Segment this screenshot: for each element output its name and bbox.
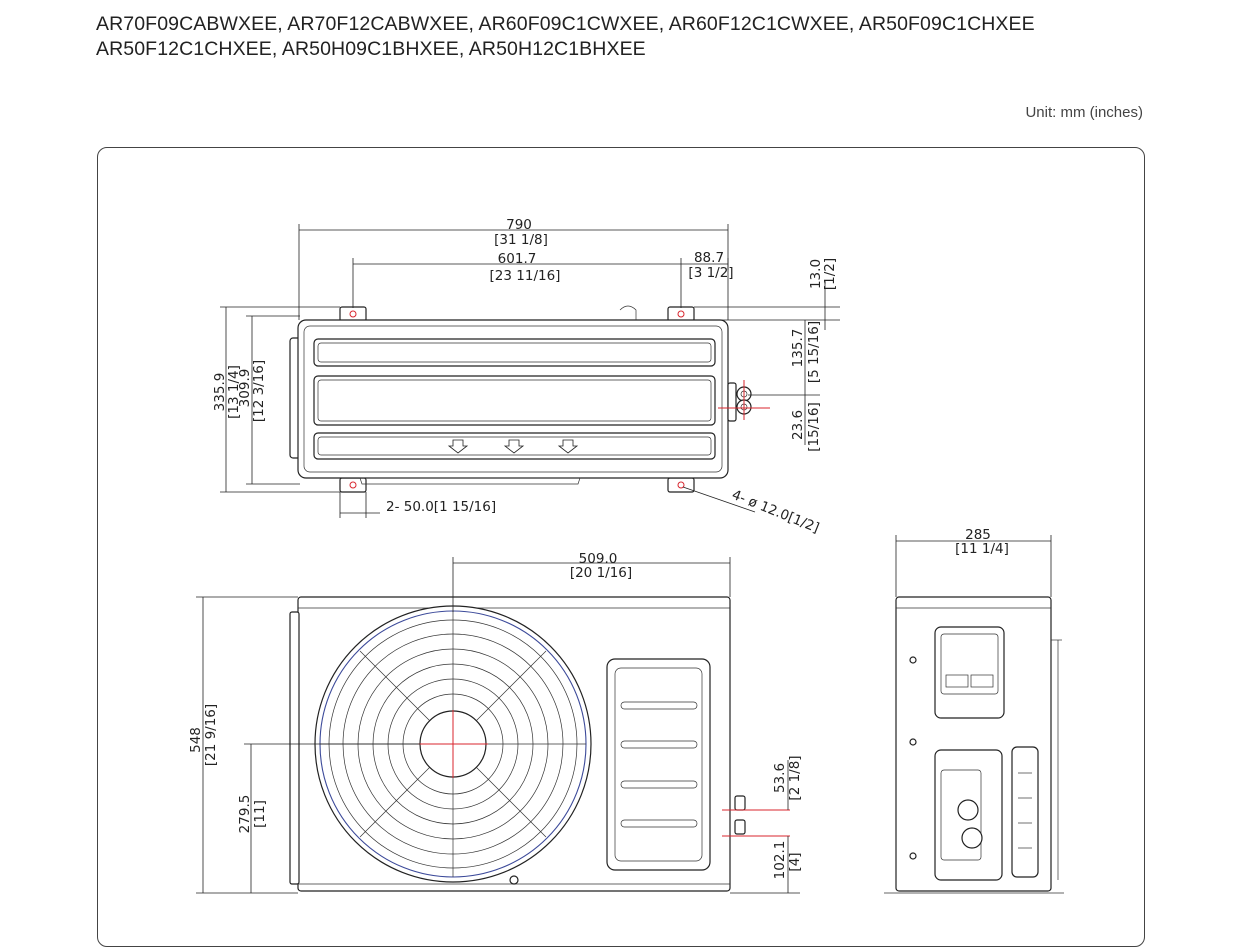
unit-label: Unit: mm (inches) [1025, 104, 1143, 121]
top-width-mm: 790 [506, 217, 532, 233]
front-width-mm: 509.0 [579, 551, 618, 567]
top-depth-mm: 335.9 [212, 373, 228, 412]
front-center-in: [11] [252, 800, 268, 828]
top-small-mm: 13.0 [808, 259, 824, 289]
hole-dimension-label: 4- ø 12.0[1/2] [730, 487, 822, 537]
side-width-in: [11 1/4] [955, 541, 1009, 557]
top-mount-mm: 601.7 [498, 251, 537, 267]
slot-dimension-label: 2- 50.0[1 15/16] [386, 499, 496, 515]
top-offset-in: [3 1/2] [688, 265, 733, 281]
top-depth2-in: [12 3/16] [251, 360, 267, 422]
side-width-mm: 285 [965, 527, 991, 543]
top-small-in: [1/2] [822, 258, 838, 290]
front-height-mm: 548 [188, 727, 204, 753]
front-valve2-in: [4] [787, 852, 803, 871]
dimension-labels: 790 [31 1/8] 601.7 [23 11/16] 88.7 [3 1/… [188, 217, 1009, 879]
front-height-in: [21 9/16] [203, 704, 219, 766]
top-view [220, 224, 840, 518]
technical-drawing: 790 [31 1/8] 601.7 [23 11/16] 88.7 [3 1/… [188, 217, 1064, 894]
front-valve1-in: [2 1/8] [787, 755, 803, 800]
front-width-in: [20 1/16] [570, 565, 632, 581]
top-mount-in: [23 11/16] [490, 268, 561, 284]
top-depth-in: [13 1/4] [226, 365, 242, 419]
model-list: AR70F09CABWXEE, AR70F12CABWXEE, AR60F09C… [96, 12, 1196, 62]
top-right1-mm: 135.7 [790, 329, 806, 368]
top-offset-mm: 88.7 [694, 250, 724, 266]
top-depth2-mm: 309.9 [237, 369, 253, 408]
front-valve1-mm: 53.6 [772, 763, 788, 793]
top-width-in: [31 1/8] [494, 232, 548, 248]
front-center-mm: 279.5 [237, 795, 253, 834]
side-view [884, 535, 1064, 894]
top-right1-in: [5 15/16] [806, 321, 822, 383]
model-line-2: AR50F12C1CHXEE, AR50H09C1BHXEE, AR50H12C… [96, 38, 646, 60]
front-view [196, 557, 800, 894]
model-line-1: AR70F09CABWXEE, AR70F12CABWXEE, AR60F09C… [96, 13, 1035, 35]
top-right2-in: [15/16] [806, 402, 822, 451]
top-right2-mm: 23.6 [790, 410, 806, 440]
front-valve2-mm: 102.1 [772, 841, 788, 880]
